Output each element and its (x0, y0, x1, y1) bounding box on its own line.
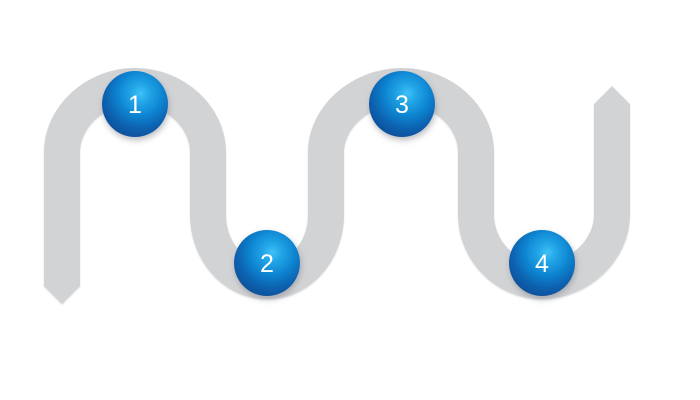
ribbon-end-chevron-up-icon (594, 86, 630, 120)
step-node-3[interactable]: 3 (369, 71, 435, 137)
step-node-1-sphere[interactable] (102, 71, 168, 137)
step-node-4-sphere[interactable] (509, 230, 575, 296)
step-node-2[interactable]: 2 (234, 230, 300, 296)
wave-ribbon-group (44, 68, 630, 304)
step-node-4[interactable]: 4 (509, 230, 575, 296)
step-node-1[interactable]: 1 (102, 71, 168, 137)
step-node-2-sphere[interactable] (234, 230, 300, 296)
wave-ribbon-stroke (44, 68, 630, 299)
ribbon-start-chevron-down-icon (44, 284, 80, 304)
step-node-3-sphere[interactable] (369, 71, 435, 137)
